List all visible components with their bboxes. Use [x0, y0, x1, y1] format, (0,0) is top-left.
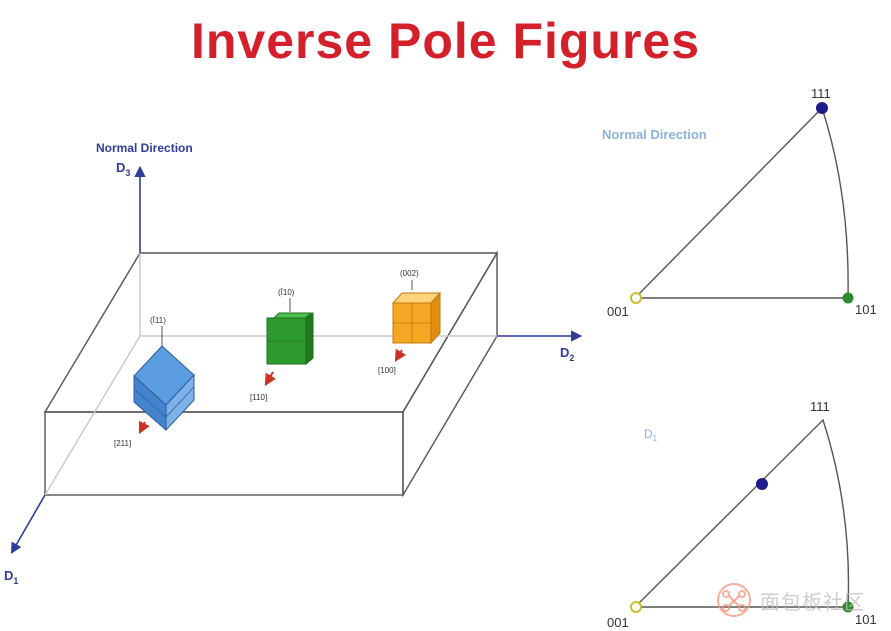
ipf-bottom-pole-101 — [842, 601, 854, 613]
ipf-bottom-triangle — [633, 418, 850, 608]
sample-front-face — [44, 411, 404, 496]
watermark-text: 面包板社区 — [760, 590, 865, 614]
watermark: 面包板社区 — [712, 578, 888, 622]
ipf-bottom-pole-mid — [756, 478, 768, 490]
crystal-orange: (002) [100] — [378, 269, 442, 375]
crystal-blue-top-label: (Ī11) — [150, 316, 166, 325]
d1-label: D1 — [4, 568, 18, 586]
crystal-green: (Ī10) [110] — [250, 288, 314, 402]
ipf-top-triangle — [633, 106, 849, 299]
sample-right-face — [402, 250, 498, 498]
ipf-bottom-vertex-001: 001 — [607, 615, 629, 630]
page-title: Inverse Pole Figures — [190, 13, 701, 69]
watermark-logo-icon — [717, 583, 751, 617]
ipf-bottom-vertex-111: 111 — [810, 399, 830, 414]
d3-label: D3 — [116, 160, 130, 178]
ipf-bottom-pole-001 — [630, 601, 642, 613]
ipf-bottom-label: D1 — [644, 427, 658, 443]
ipf-top-pole-111 — [816, 102, 828, 114]
normal-direction-label: Normal Direction — [96, 141, 193, 155]
ipf-bottom-vertex-101: 101 — [855, 612, 877, 627]
ipf-top-vertex-001: 001 — [607, 304, 629, 319]
crystal-green-bottom-label: [110] — [250, 393, 267, 402]
ipf-top-pole-101 — [842, 292, 854, 304]
ipf-bottom: D1 111 101 001 — [607, 399, 877, 630]
crystal-orange-top-label: (002) — [400, 269, 419, 278]
crystal-orange-bottom-label: [100] — [378, 366, 396, 375]
ipf-top-vertex-101: 101 — [855, 302, 877, 317]
crystal-blue-bottom-label: [211] — [114, 439, 131, 448]
ipf-top-label: Normal Direction — [602, 127, 707, 142]
crystal-green-top-label: (Ī10) — [278, 288, 295, 297]
sample-box — [43, 250, 499, 498]
d2-label: D2 — [560, 345, 574, 363]
ipf-top-pole-001 — [630, 292, 642, 304]
sample-axes — [10, 165, 583, 554]
crystal-blue: (Ī11) [211] — [114, 316, 195, 448]
d1-axis — [10, 494, 46, 554]
ipf-top: Normal Direction 111 101 001 — [602, 86, 877, 319]
ipf-top-vertex-111: 111 — [811, 86, 831, 101]
